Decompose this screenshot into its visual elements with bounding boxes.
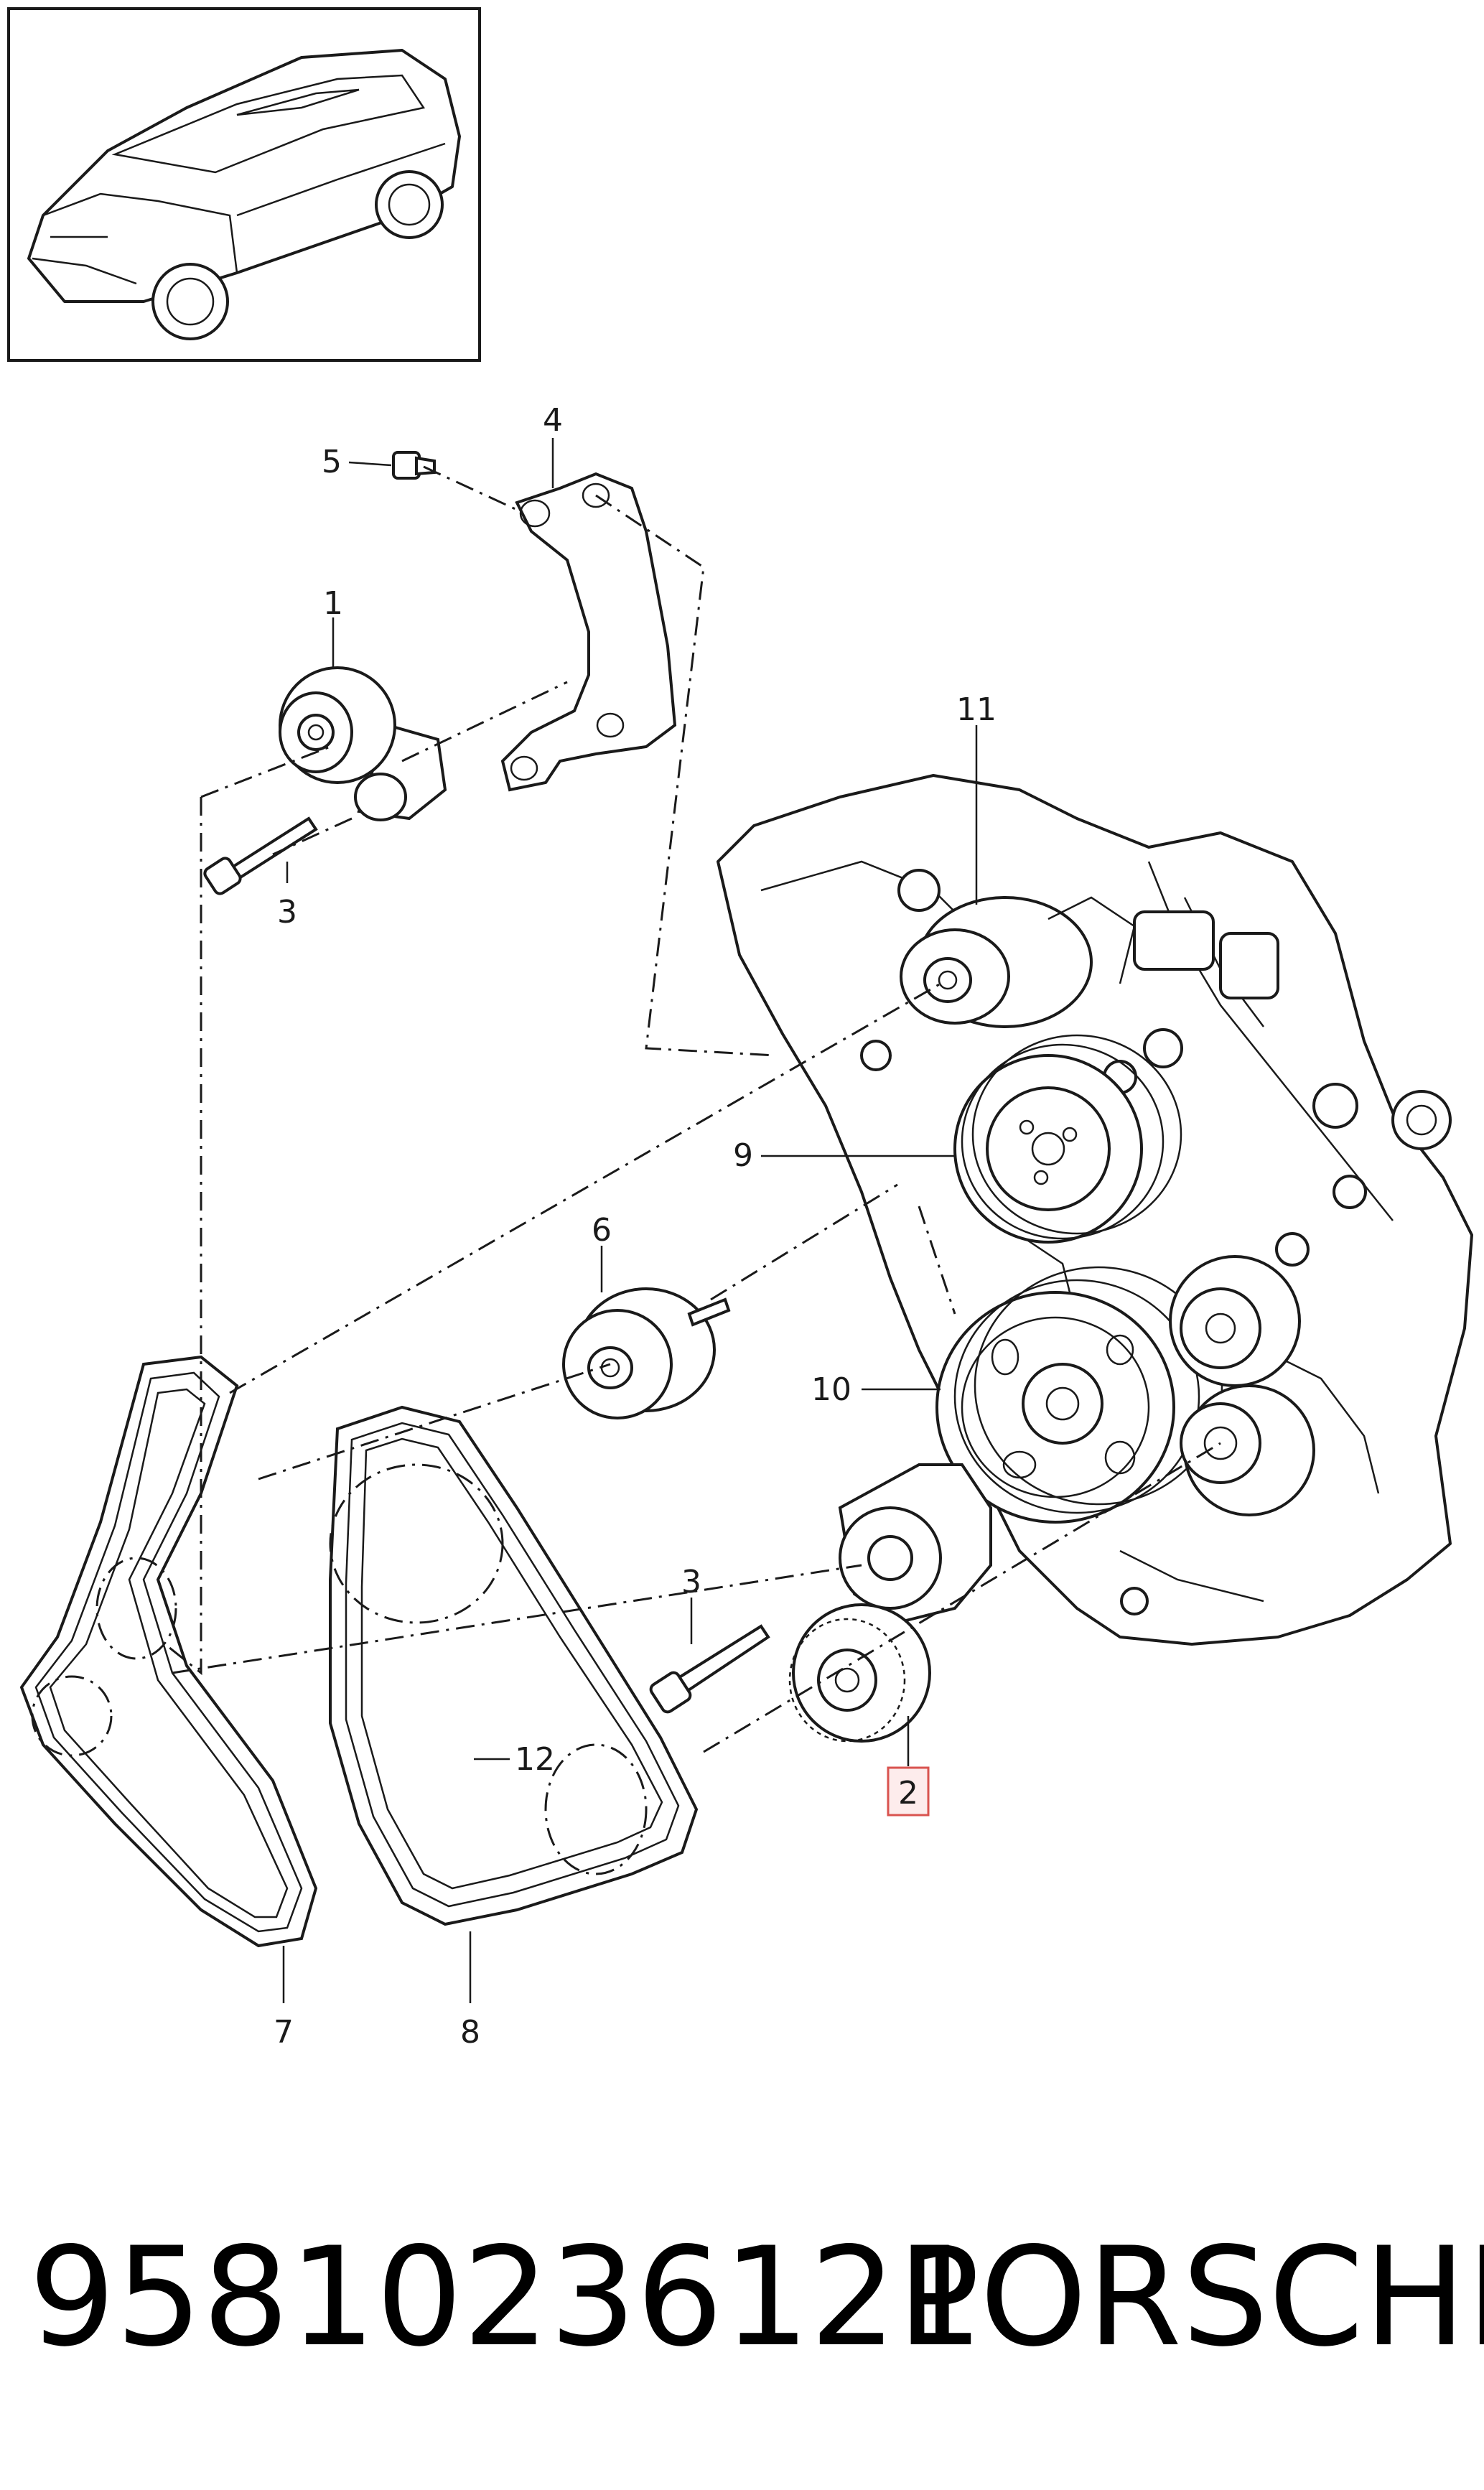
callout-5: 5 [322,444,342,480]
part-8-belt [329,1405,699,1926]
callout-7: 7 [274,2014,294,2051]
callout-11: 11 [956,691,997,728]
callout-8: 8 [460,2014,480,2051]
part-10-pulley [935,1266,1223,1524]
callout-6: 6 [592,1212,612,1249]
vehicle-thumbnail-icon [7,7,481,362]
part-11-pulley [900,896,1136,1028]
callout-3b: 3 [681,1564,701,1600]
callout-2: 2 [898,1775,918,1811]
part-6-idler [562,1287,731,1419]
part-number: 95810236121 [29,2218,984,2377]
part-2-tensioner [788,1463,992,1743]
callout-9: 9 [733,1137,753,1174]
part-9-pulley [953,1034,1182,1244]
engine-block [717,774,1473,1646]
callout-3a: 3 [277,894,297,931]
part-3a-bolt [203,816,318,895]
callout-labels: 1 3 4 5 11 9 6 10 3 2 12 7 8 [274,402,997,2051]
callout-10: 10 [811,1371,851,1408]
engine-idlers [1169,1255,1315,1516]
part-5-bolt [392,451,436,480]
caption: 95810236121 PORSCHE [29,2218,1484,2377]
part-1-tensioner [279,666,447,821]
callout-1: 1 [323,585,343,622]
brand-name: PORSCHE [897,2218,1484,2377]
callout-2-highlight-box [887,1766,930,1817]
leader-lines [282,438,978,2003]
callout-4: 4 [543,402,563,439]
assembly-lines [164,465,1221,1753]
callout-12: 12 [515,1741,555,1778]
part-3b-bolt [649,1624,770,1714]
part-7-belt [19,1355,318,1948]
part-4-bracket [500,472,677,792]
